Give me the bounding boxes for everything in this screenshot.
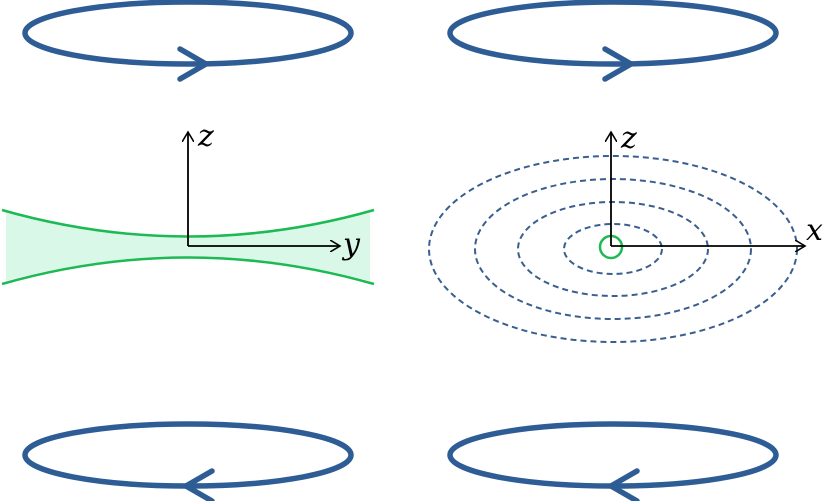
left-y-axis-label: y [341, 227, 361, 262]
right-z-axis-label: z [620, 121, 637, 156]
coil-direction-arrow-right [177, 46, 209, 82]
coil-direction-arrow-left [608, 468, 640, 501]
contour-ring-3 [517, 201, 709, 297]
contour-set [428, 155, 798, 343]
right-axes: z x [611, 121, 823, 248]
coil-bottom-left [22, 421, 354, 501]
left-z-axis-label: z [197, 119, 214, 154]
contour-ring-4 [474, 178, 752, 320]
coil-top-right [447, 0, 779, 82]
coil-bottom-right [447, 421, 779, 501]
contour-ring-5 [428, 155, 798, 343]
coil-top-left [22, 0, 354, 82]
beam-lower-edge [1, 256, 375, 286]
coil-direction-arrow-right [602, 46, 634, 82]
left-axes: z y [188, 119, 361, 262]
right-x-axis-label: x [806, 213, 823, 248]
contour-ring-2 [563, 223, 663, 275]
coil-direction-arrow-left [183, 468, 215, 501]
